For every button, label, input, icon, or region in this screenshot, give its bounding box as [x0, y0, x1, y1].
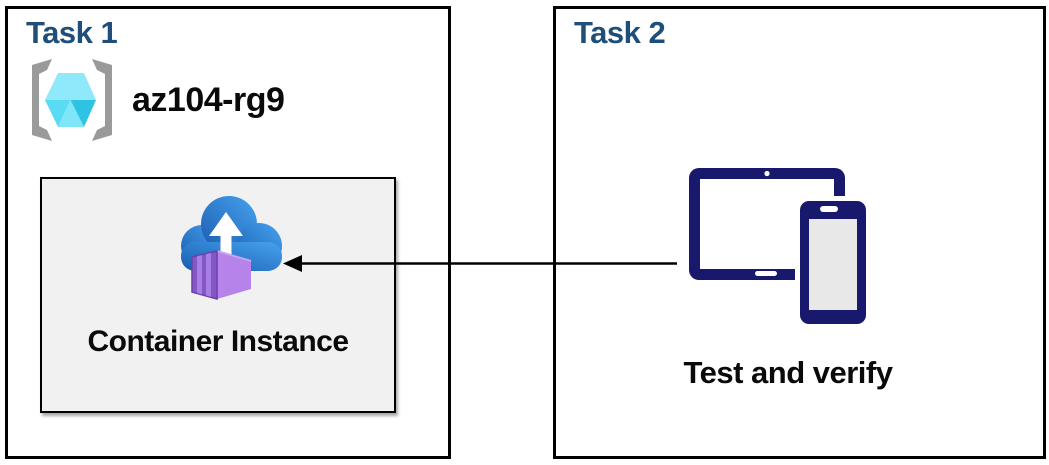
devices-label: Test and verify	[683, 355, 893, 390]
container-instance-box: Container Instance	[40, 177, 396, 413]
task2-title: Task 2	[574, 15, 666, 50]
resource-group: az104-rg9	[28, 59, 285, 141]
tablet-camera-dot	[764, 170, 770, 177]
task1-box: Task 1 az104-rg9	[5, 6, 451, 459]
phone-icon	[795, 196, 871, 329]
cube	[45, 73, 96, 127]
right-bracket	[92, 59, 112, 141]
resource-group-icon	[32, 59, 112, 141]
task1-title: Task 1	[26, 15, 118, 50]
devices-icon	[689, 168, 871, 329]
container-cube	[191, 250, 252, 300]
task2-box: Task 2 Test and verify	[553, 6, 1046, 459]
tablet-home-button	[755, 271, 777, 276]
container-instances-icon	[181, 196, 282, 300]
resource-group-name: az104-rg9	[132, 80, 285, 119]
container-instance-label: Container Instance	[87, 325, 349, 358]
phone-speaker	[820, 206, 838, 212]
upload-arrow-icon	[209, 212, 243, 263]
left-bracket	[32, 59, 52, 141]
